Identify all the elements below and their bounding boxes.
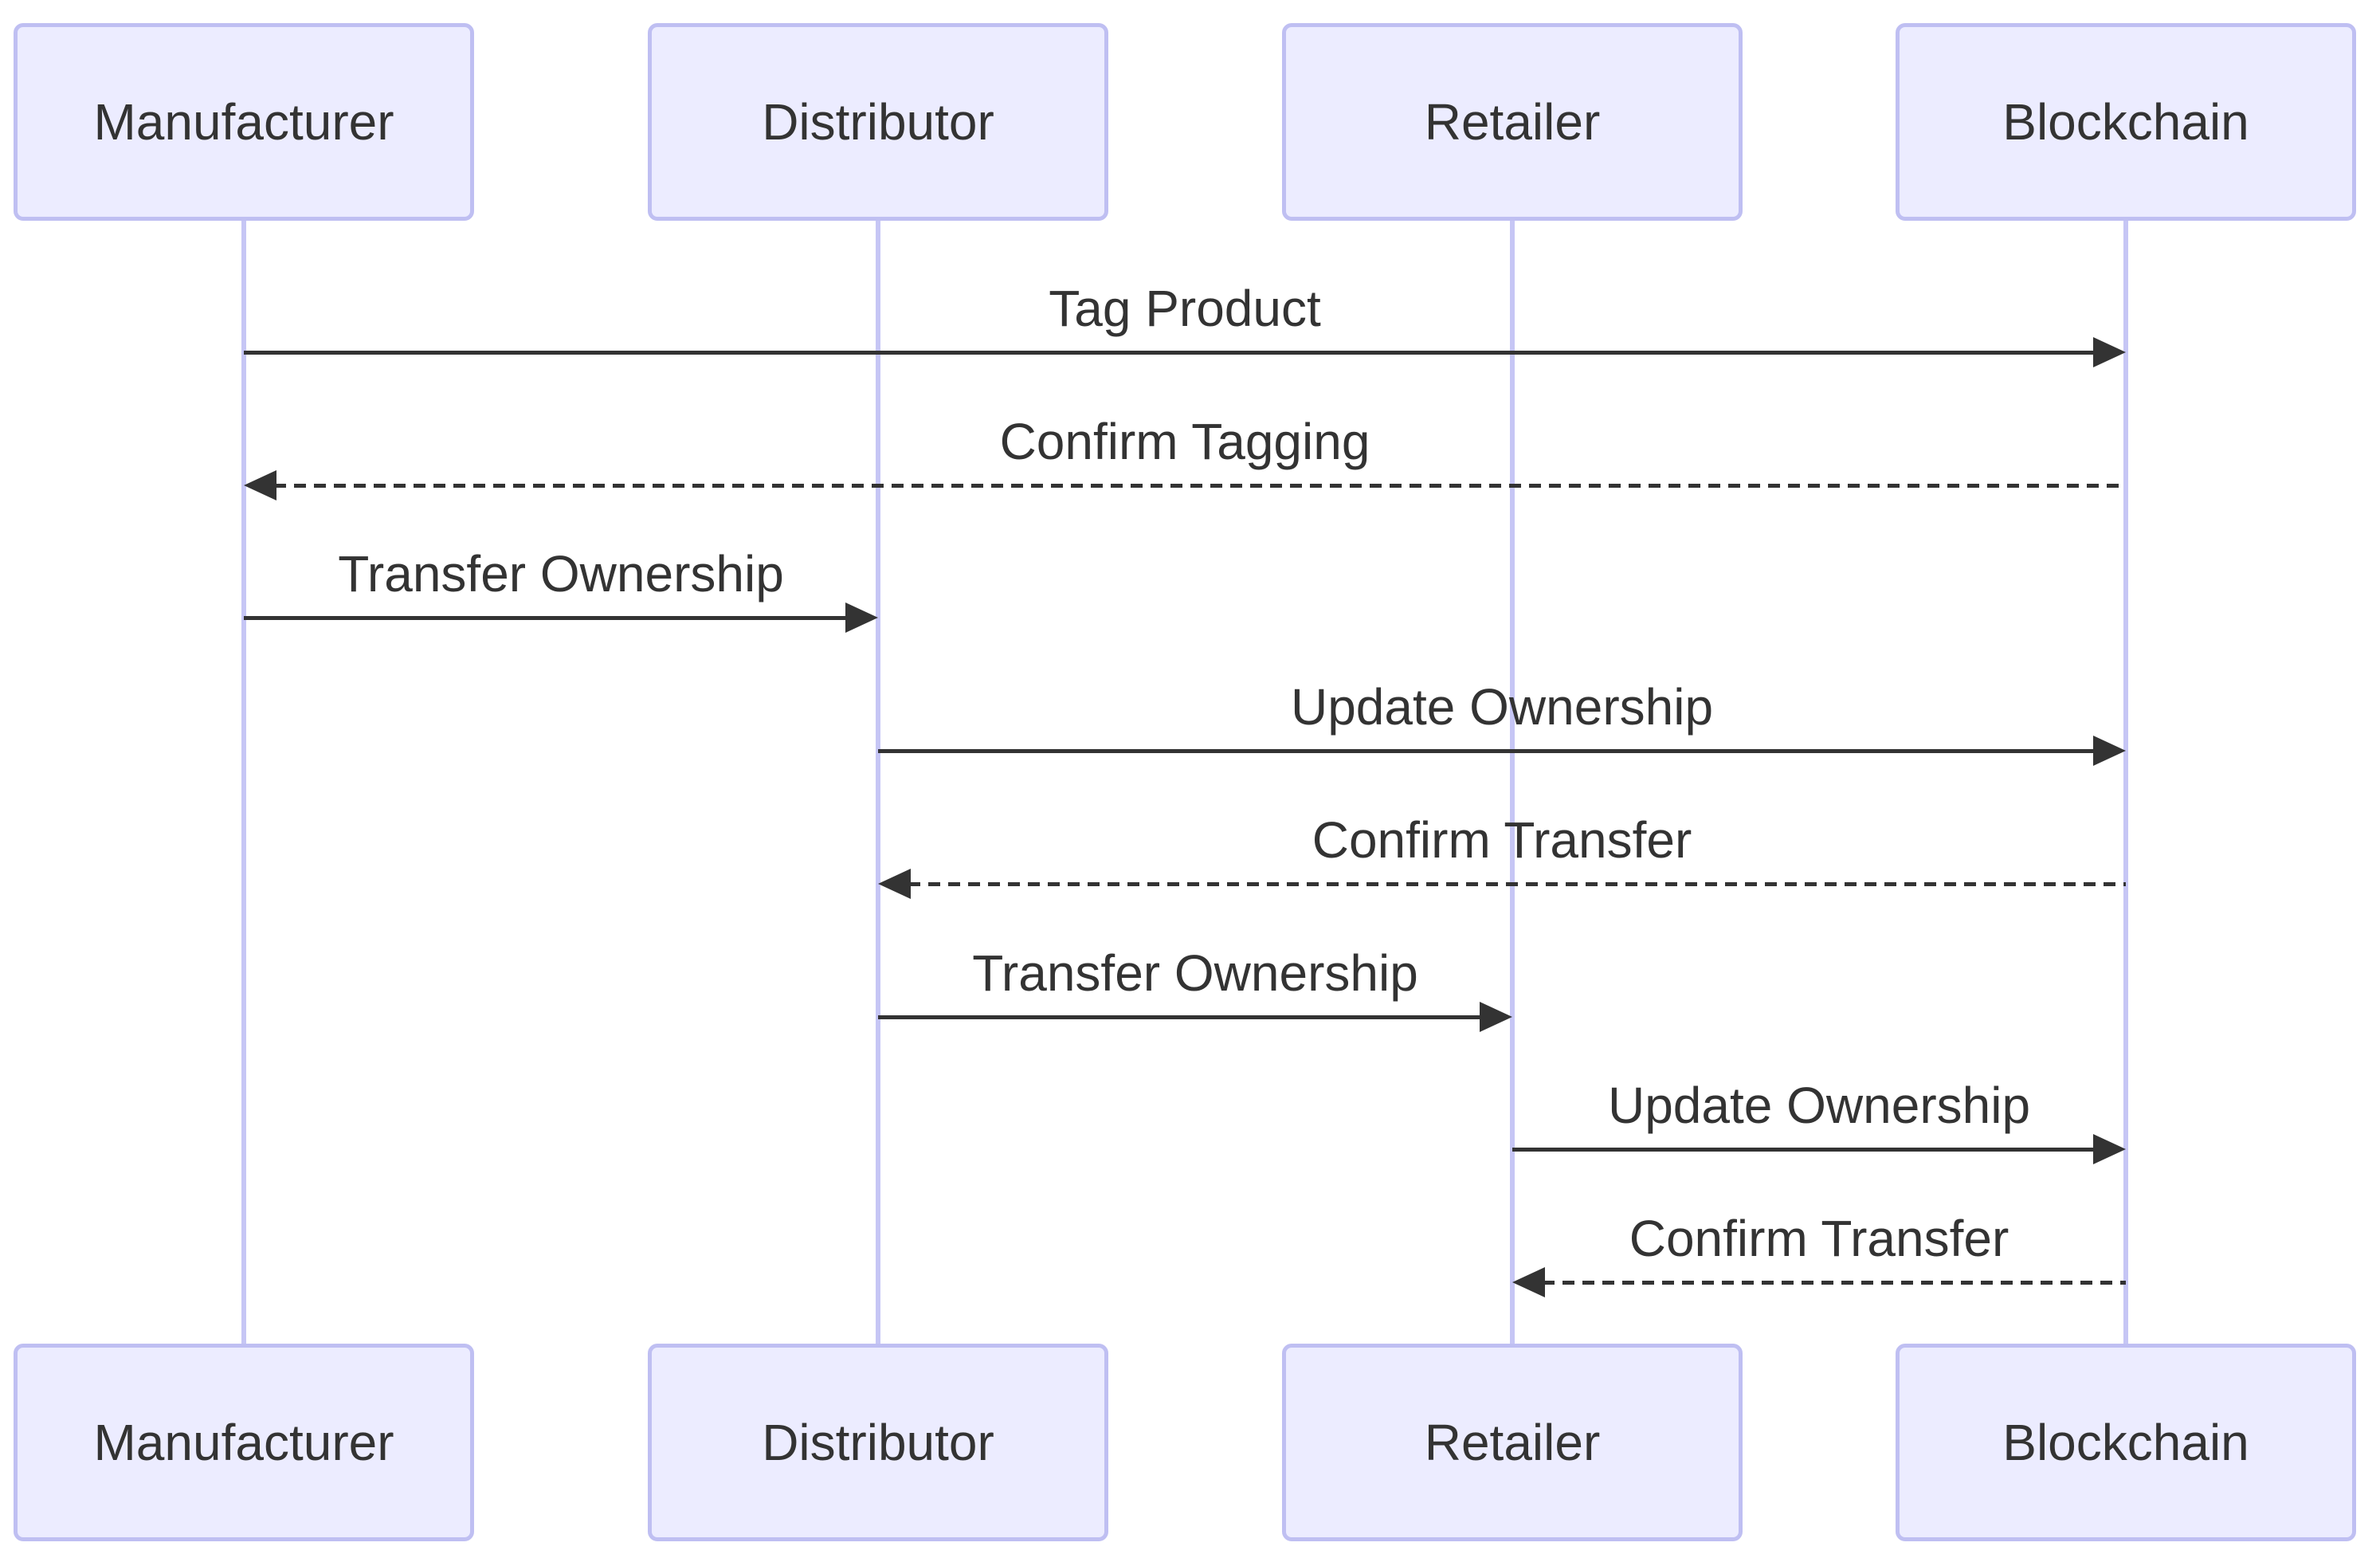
arrowhead-right-icon [2093,1134,2126,1164]
arrowhead-right-icon [1480,1002,1512,1032]
actor-bottom-manufacturer: Manufacturer [14,1344,474,1541]
message-line [244,616,848,620]
actor-label: Blockchain [2002,93,2249,151]
actor-bottom-blockchain: Blockchain [1896,1344,2356,1541]
actor-top-distributor: Distributor [648,23,1108,221]
lifeline-retailer [1510,221,1515,1344]
message-line [274,484,2126,488]
lifeline-blockchain [2123,221,2128,1344]
arrowhead-right-icon [2093,337,2126,367]
actor-label: Distributor [762,1414,994,1471]
actor-label: Manufacturer [93,1414,394,1471]
actor-label: Blockchain [2002,1414,2249,1471]
message-line [878,1015,1482,1019]
message-line [1512,1148,2096,1152]
actor-top-manufacturer: Manufacturer [14,23,474,221]
lifeline-manufacturer [241,221,246,1344]
message-label: Transfer Ownership [338,545,784,602]
message-label: Confirm Tagging [999,413,1370,470]
message-label: Update Ownership [1607,1077,2031,1134]
actor-label: Distributor [762,93,994,151]
actor-label: Retailer [1424,93,1601,151]
arrowhead-left-icon [878,869,911,899]
actor-bottom-retailer: Retailer [1282,1344,1743,1541]
message-label: Update Ownership [1290,678,1714,736]
actor-top-blockchain: Blockchain [1896,23,2356,221]
message-label: Confirm Transfer [1629,1210,2009,1267]
actor-label: Retailer [1424,1414,1601,1471]
arrowhead-right-icon [2093,736,2126,766]
actor-label: Manufacturer [93,93,394,151]
message-label: Confirm Transfer [1312,811,1692,869]
arrowhead-left-icon [244,470,276,500]
message-line [878,749,2096,753]
actor-top-retailer: Retailer [1282,23,1743,221]
message-line [908,882,2126,886]
lifeline-distributor [876,221,880,1344]
message-line [244,351,2096,355]
message-line [1543,1281,2126,1285]
message-label: Tag Product [1049,280,1321,337]
message-label: Transfer Ownership [972,944,1418,1002]
arrowhead-left-icon [1512,1267,1545,1297]
arrowhead-right-icon [845,602,878,633]
actor-bottom-distributor: Distributor [648,1344,1108,1541]
